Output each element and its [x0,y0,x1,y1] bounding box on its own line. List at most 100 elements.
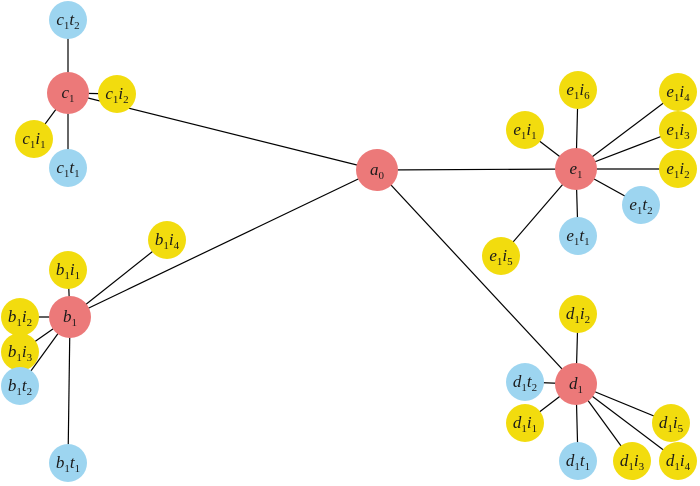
item-node-circle [482,237,520,275]
node-label-e1t2: e1t2 [629,195,652,217]
label-symbol: c [56,158,64,177]
label-symbol: c [105,84,113,103]
label-symbol: i [22,307,27,326]
node-c1i2: c1i2 [98,75,136,113]
label-subscript: 1 [16,317,22,329]
node-label-c1i1: c1i1 [22,129,45,151]
label-symbol: e [629,195,637,214]
label-subscript: 1 [521,382,527,394]
label-subscript: 1 [69,93,75,105]
node-a0: a0 [356,149,398,191]
node-d1i1: d1i1 [506,404,544,442]
label-subscript: 2 [532,382,538,394]
label-subscript: 1 [72,317,78,329]
label-symbol: i [679,159,684,178]
node-label-d1i3: d1i3 [620,451,645,473]
label-symbol: i [527,413,532,432]
label-subscript: 1 [531,130,537,142]
label-subscript: 1 [585,461,591,473]
item-node-circle [49,251,87,289]
label-symbol: b [8,342,17,361]
label-subscript: 4 [685,461,691,473]
label-subscript: 2 [27,317,33,329]
label-subscript: 1 [16,352,22,364]
node-e1i5: e1i5 [482,237,520,275]
label-subscript: 1 [75,463,81,475]
label-symbol: e [489,246,497,265]
label-symbol: i [35,129,40,148]
label-symbol: i [673,413,678,432]
node-b1i1: b1i1 [49,251,87,289]
label-symbol: b [155,230,164,249]
label-symbol: t [527,372,533,391]
node-label-b1i1: b1i1 [56,260,80,282]
label-subscript: 1 [30,139,36,151]
label-subscript: 1 [64,20,70,32]
node-label-e1i3: e1i3 [666,120,690,142]
node-label-e1i2: e1i2 [666,159,689,181]
label-subscript: 1 [64,270,70,282]
label-subscript: 1 [497,256,503,268]
label-symbol: i [679,120,684,139]
node-e1i6: e1i6 [559,71,597,109]
tag-node-circle [1,367,39,405]
label-subscript: 3 [639,461,645,473]
label-symbol: d [566,304,575,323]
label-symbol: b [63,307,72,326]
label-subscript: 1 [532,423,538,435]
tag-node-circle [559,442,597,480]
label-subscript: 1 [674,461,680,473]
node-c1i1: c1i1 [15,120,53,158]
node-d1i5: d1i5 [652,404,690,442]
edge-d1-d1i4 [575,383,679,462]
node-label-a0: a0 [370,160,385,182]
label-symbol: i [526,120,531,139]
label-subscript: 5 [678,423,684,435]
label-subscript: 1 [521,423,527,435]
hub-node-circle [555,148,597,190]
hub-node-circle [555,363,597,405]
tag-node-circle [49,444,87,482]
node-label-b1i4: b1i4 [155,230,180,252]
node-b1t2: b1t2 [1,367,39,405]
hub-node-circle [47,72,89,114]
item-node-circle [559,71,597,109]
label-subscript: 1 [574,236,580,248]
node-c1t2: c1t2 [49,1,87,39]
label-subscript: 1 [674,169,680,181]
label-symbol: c [56,10,64,29]
label-subscript: 1 [577,169,583,181]
tag-node-circle [49,1,87,39]
node-label-e1i6: e1i6 [566,80,590,102]
node-label-d1i2: d1i2 [566,304,590,326]
node-label-d1t2: d1t2 [513,372,537,394]
hub-node-circle [356,149,398,191]
item-node-circle [613,442,651,480]
node-label-d1i1: d1i1 [513,413,537,435]
label-symbol: i [679,82,684,101]
node-d1i2: d1i2 [559,295,597,333]
label-subscript: 3 [684,130,690,142]
label-subscript: 1 [574,90,580,102]
node-label-b1i2: b1i2 [8,307,32,329]
node-b1: b1 [49,296,91,338]
label-subscript: 1 [628,461,634,473]
label-symbol: t [642,195,648,214]
label-subscript: 0 [379,170,385,182]
label-symbol: d [659,413,668,432]
tag-node-circle [506,363,544,401]
label-subscript: 1 [674,92,680,104]
node-label-c1t1: c1t1 [56,158,79,180]
label-symbol: t [22,376,28,395]
label-symbol: e [513,120,521,139]
label-symbol: i [169,230,174,249]
item-node-circle [15,120,53,158]
label-subscript: 4 [684,92,690,104]
node-label-b1t2: b1t2 [8,376,32,398]
label-symbol: d [666,451,675,470]
node-e1t1: e1t1 [559,217,597,255]
node-b1t1: b1t1 [49,444,87,482]
node-d1t2: d1t2 [506,363,544,401]
item-node-circle [148,221,186,259]
